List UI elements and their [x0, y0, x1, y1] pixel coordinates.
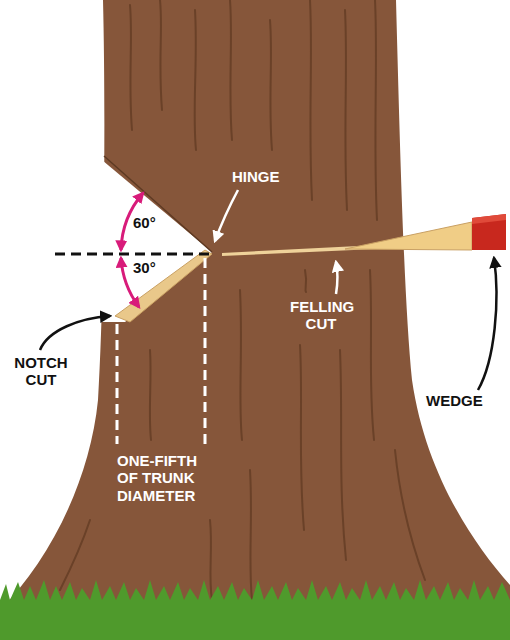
- part-label: FELLING CUT: [290, 298, 352, 333]
- wedge-head: [472, 214, 506, 250]
- dimension-label: ONE-FIFTH OF TRUNK DIAMETER: [117, 452, 209, 504]
- leader-arrow: [478, 258, 496, 390]
- part-label: NOTCH CUT: [6, 354, 76, 389]
- leader-arrow: [336, 262, 338, 294]
- angle-label: 60°: [133, 214, 173, 231]
- leader-arrow: [40, 316, 110, 350]
- dimension-line: [116, 324, 119, 444]
- wedge-body: [345, 222, 472, 250]
- notch-cut-face: [115, 250, 212, 322]
- angle-label: 30°: [133, 259, 173, 276]
- part-label: HINGE: [232, 168, 302, 185]
- grass: [0, 580, 510, 640]
- notch-opening: [90, 150, 212, 322]
- notch-upper-edge: [104, 156, 212, 252]
- wedge-head-top: [472, 214, 506, 224]
- horizontal-reference: [55, 253, 214, 256]
- bark-texture: [60, 0, 425, 600]
- leader-arrow: [215, 190, 238, 241]
- dimension-line: [204, 258, 207, 444]
- part-label: WEDGE: [426, 392, 496, 409]
- grass-ground: [0, 600, 510, 640]
